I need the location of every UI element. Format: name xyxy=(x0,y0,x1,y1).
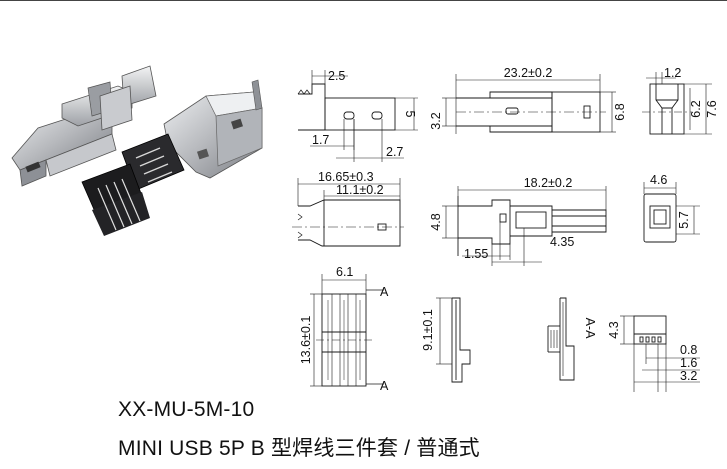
view8-side-profile xyxy=(436,297,471,383)
section-label-aa: A-A xyxy=(583,318,597,340)
dim-view2-d1: 23.2±0.2 xyxy=(504,66,553,80)
dim-view3-d2: 6.2 xyxy=(689,100,703,117)
dim-view10-d1: 4.3 xyxy=(607,321,621,338)
dim-view10-d2: 0.8 xyxy=(680,343,697,357)
dim-view4-d1: 16.65±0.3 xyxy=(318,170,374,184)
dim-view1-d2: 3.2 xyxy=(429,112,443,129)
dim-view5-d3: 1.55 xyxy=(464,247,488,261)
metal-hood-part xyxy=(163,79,263,179)
dim-view8-d1: 9.1±0.1 xyxy=(421,309,435,351)
dim-view3-d3: 7.6 xyxy=(705,100,719,117)
view3-hood-front xyxy=(642,72,712,135)
dim-view3-d1: 1.2 xyxy=(664,66,681,80)
view9-section-aa xyxy=(547,297,575,381)
dim-view5-d2: 4.8 xyxy=(429,213,443,230)
dim-view5-d4: 4.35 xyxy=(550,235,574,249)
section-mark-bottom: A xyxy=(380,379,389,393)
product-description: MINI USB 5P B 型焊线三件套 / 普通式 xyxy=(118,437,480,460)
view6-insert-front xyxy=(643,182,700,243)
dim-view7-d2: 13.6±0.1 xyxy=(299,316,313,365)
dim-view5-d1: 18.2±0.2 xyxy=(524,176,573,190)
view10-insert-end xyxy=(620,315,700,392)
metal-cover-part xyxy=(99,65,157,131)
dim-view10-d3: 1.6 xyxy=(680,356,697,370)
dim-view6-d1: 4.6 xyxy=(650,173,667,187)
dim-view6-d2: 5.7 xyxy=(677,211,691,228)
dim-view7-d1: 6.1 xyxy=(336,265,353,279)
view5-insert-side xyxy=(442,186,607,266)
plastic-insert-part xyxy=(81,133,185,236)
view4-shell-side xyxy=(292,178,404,247)
dim-view4-d2: 11.1±0.2 xyxy=(336,183,384,197)
section-mark-top: A xyxy=(380,285,389,299)
top-border-line xyxy=(0,0,727,1)
dim-view1-d5: 2.7 xyxy=(386,145,403,159)
dim-view1-d3: 5 xyxy=(403,111,417,118)
view7-pin-layout xyxy=(310,274,384,387)
model-number: XX-MU-5M-10 xyxy=(118,398,255,421)
dim-view10-d4: 3.2 xyxy=(680,369,697,383)
dim-view1-d4: 1.7 xyxy=(312,133,329,147)
product-photo xyxy=(11,65,263,236)
dim-view1-d1: 2.5 xyxy=(328,69,345,83)
dim-view2-d2: 6.8 xyxy=(613,103,627,120)
view1-hood-side xyxy=(297,70,418,162)
view2-hood-top xyxy=(442,74,616,134)
